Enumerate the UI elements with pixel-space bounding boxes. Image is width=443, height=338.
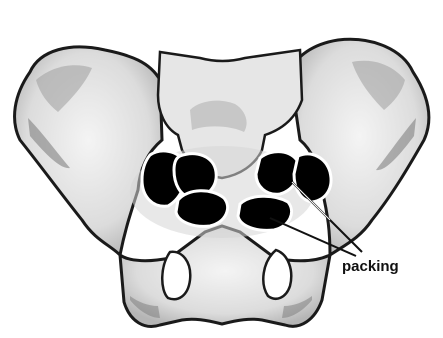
- packing-right-3: [238, 196, 292, 230]
- packing-right-1: [256, 152, 299, 195]
- left-ilium: [15, 47, 162, 255]
- packing-left-3: [176, 191, 228, 227]
- packing-right-2: [294, 154, 331, 202]
- left-obturator-foramen: [162, 252, 190, 299]
- packing-label: packing: [342, 258, 399, 275]
